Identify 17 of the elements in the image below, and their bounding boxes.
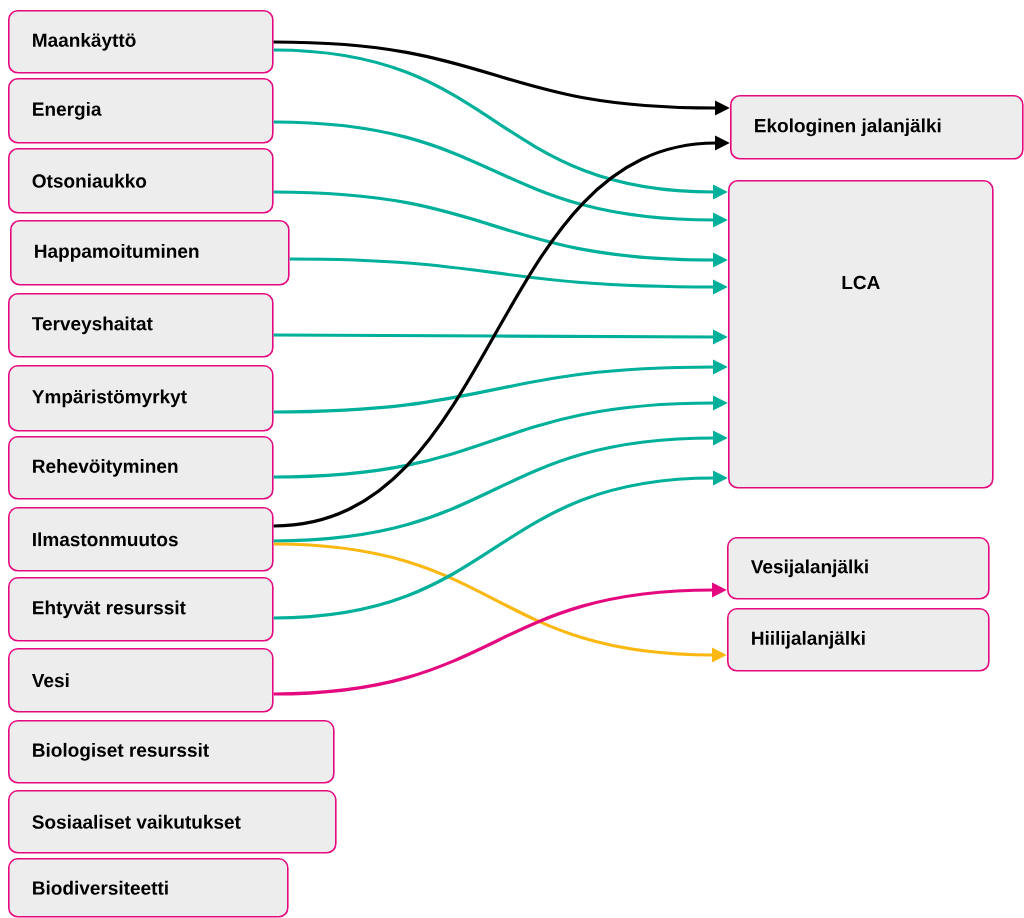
label-box: Terveyshaitat — [8, 293, 274, 358]
label-box: Energia — [8, 78, 274, 144]
label-box: Sosiaaliset vaikutukset — [8, 790, 337, 854]
process-box: LCA — [728, 180, 994, 489]
label-box: Maankäyttö — [8, 10, 274, 74]
label-box: Vesijalanjälki — [727, 537, 990, 600]
label-box: Rehevöityminen — [8, 436, 274, 500]
label-box: Ekologinen jalanjälki — [730, 95, 1024, 160]
label-box: Happamoituminen — [10, 220, 290, 286]
label-box: Vesi — [8, 648, 274, 713]
label-box: Otsoniaukko — [8, 148, 274, 214]
label-box: Biodiversiteetti — [8, 858, 289, 918]
label-box: Biologiset resurssit — [8, 720, 335, 784]
label-box: Ilmastonmuutos — [8, 507, 274, 572]
label-box: Ympäristömyrkyt — [8, 365, 274, 432]
label-box: Ehtyvät resurssit — [8, 577, 274, 642]
label-box: Hiilijalanjälki — [727, 608, 990, 672]
